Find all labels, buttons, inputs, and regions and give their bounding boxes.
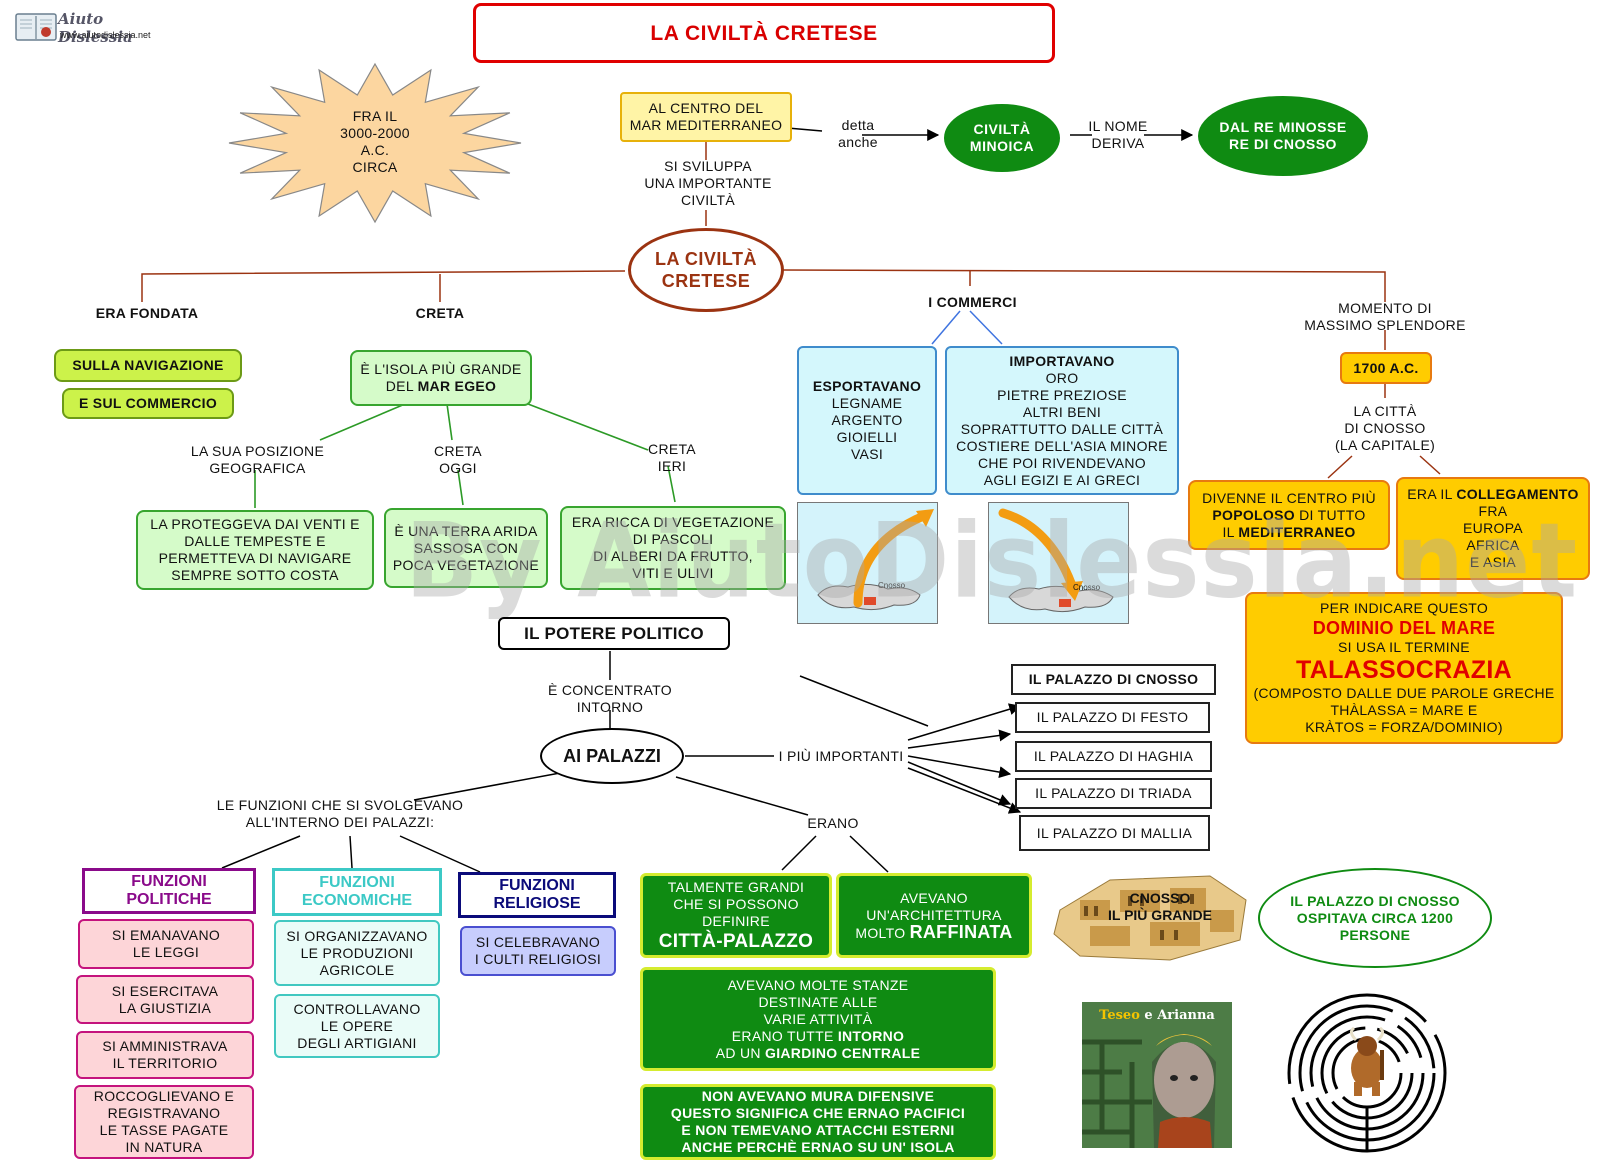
concentrato-label: È CONCENTRATO INTORNO	[548, 682, 672, 715]
labyrinth-minotaur-icon	[1287, 993, 1447, 1153]
potere-politico-box: IL POTERE POLITICO	[498, 617, 730, 650]
politiche-item-leggi: SI EMANAVANO LE LEGGI	[78, 919, 254, 969]
minoica-oval: CIVILTÀ MINOICA	[944, 104, 1060, 172]
erano-label: ERANO	[807, 815, 859, 831]
creta-ieri-label: CRETA IERI	[648, 441, 696, 474]
architettura-box: AVEVANO UN'ARCHITETTURA MOLTO RAFFINATA	[836, 873, 1032, 958]
import-box: IMPORTAVANO ORO PIETRE PREZIOSE ALTRI BE…	[945, 346, 1179, 495]
mediterranean-box: AL CENTRO DEL MAR MEDITERRANEO	[620, 92, 792, 142]
navigazione-box: SULLA NAVIGAZIONE	[54, 349, 242, 382]
import-map-image: Cnosso	[988, 502, 1129, 624]
isola-box: È L'ISOLA PIÙ GRANDE DEL MAR EGEO	[350, 350, 532, 406]
book-title: Teseo e Arianna	[1082, 1008, 1232, 1023]
logo-name: Aiuto Dislessia	[58, 10, 133, 46]
talassocrazia-term: TALASSOCRAZIA	[1296, 656, 1512, 684]
splendore-label: MOMENTO DI MASSIMO SPLENDORE	[1304, 300, 1466, 333]
piu-importanti-label: I PIÙ IMPORTANTI	[778, 748, 904, 764]
economiche-item-artigiani: CONTROLLAVANO LE OPERE DEGLI ARTIGIANI	[274, 994, 440, 1058]
talassocrazia-box: PER INDICARE QUESTO DOMINIO DEL MARE SI …	[1245, 592, 1563, 744]
raffinata-term: RAFFINATA	[909, 921, 1013, 942]
funzioni-religiose-header: FUNZIONI RELIGIOSE	[458, 872, 616, 918]
date-range-label: FRA IL 3000-2000 A.C. CIRCA	[340, 108, 410, 175]
maze-illustration-icon	[1082, 1002, 1232, 1148]
palazzo-cnosso-box: IL PALAZZO DI CNOSSO	[1011, 664, 1216, 695]
page-title: LA CIVILTÀ CRETESE	[473, 3, 1055, 63]
export-map-label: Cnosso	[878, 581, 906, 590]
collegamento-box: ERA IL COLLEGAMENTO FRA EUROPA AFRICA E …	[1396, 477, 1590, 580]
funzioni-label: LE FUNZIONI CHE SI SVOLGEVANO ALL'INTERN…	[216, 797, 464, 830]
mura-box: NON AVEVANO MURA DIFENSIVE QUESTO SIGNIF…	[640, 1084, 996, 1160]
creta-label: CRETA	[415, 305, 465, 321]
date-1700-box: 1700 A.C.	[1340, 352, 1432, 384]
book-logo-icon	[15, 13, 57, 41]
import-items: ORO PIETRE PREZIOSE ALTRI BENI SOPRATTUT…	[956, 369, 1168, 488]
talasso-etymology: (COMPOSTO DALLE DUE PAROLE GRECHE THÀLAS…	[1253, 685, 1555, 735]
crete-island-icon	[998, 508, 1114, 613]
era-fondata-label: ERA FONDATA	[95, 305, 199, 321]
stanze-box: AVEVANO MOLTE STANZE DESTINATE ALLE VARI…	[640, 967, 996, 1071]
import-title: IMPORTAVANO	[1009, 352, 1115, 369]
ieri-box: ERA RICCA DI VEGETAZIONE DI PASCOLI DI A…	[560, 506, 786, 590]
citta-cnosso-label: LA CITTÀ DI CNOSSO (LA CAPITALE)	[1334, 403, 1436, 453]
stanze-text: AVEVANO MOLTE STANZE DESTINATE ALLE VARI…	[715, 976, 921, 1061]
funzioni-economiche-header: FUNZIONI ECONOMICHE	[272, 868, 442, 916]
posizione-box: LA PROTEGGEVA DAI VENTI E DALLE TEMPESTE…	[136, 510, 374, 590]
palazzo-mallia-box: IL PALAZZO DI MALLIA	[1019, 815, 1210, 851]
commerci-label: I COMMERCI	[928, 294, 1017, 310]
talasso-line3: SI USA IL TERMINE	[1338, 639, 1470, 655]
collegamento-text: ERA IL COLLEGAMENTO FRA EUROPA AFRICA E …	[1407, 486, 1579, 570]
ai-palazzi-oval: AI PALAZZI	[540, 728, 684, 784]
politiche-item-territorio: SI AMMINISTRAVA IL TERRITORIO	[76, 1031, 254, 1079]
export-title: ESPORTAVANO	[812, 378, 922, 394]
funzioni-politiche-header: FUNZIONI POLITICHE	[82, 868, 256, 914]
palazzo-triada-box: IL PALAZZO DI TRIADA	[1015, 778, 1212, 809]
book-title-arianna: Arianna	[1157, 1008, 1215, 1023]
citta-palazzo-term: CITTÀ-PALAZZO	[658, 930, 814, 952]
posizione-label: LA SUA POSIZIONE GEOGRAFICA	[190, 443, 325, 476]
talasso-line1: PER INDICARE QUESTO	[1319, 600, 1489, 616]
book-title-teseo: Teseo	[1099, 1008, 1140, 1023]
commercio-box: E SUL COMMERCIO	[62, 388, 234, 419]
creta-oggi-label: CRETA OGGI	[434, 443, 482, 476]
cnosso-palace-image: CNOSSO IL PIÙ GRANDE	[1050, 860, 1250, 964]
crete-island-icon	[817, 509, 934, 611]
politiche-item-tasse: ROCCOGLIEVANO E REGISTRAVANO LE TASSE PA…	[74, 1085, 254, 1159]
book-title-e: e	[1139, 1008, 1158, 1023]
export-box: ESPORTAVANO LEGNAME ARGENTO GIOIELLI VAS…	[797, 346, 937, 495]
logo[interactable]: Aiuto Dislessia www.aiutodislessia.net	[14, 8, 174, 46]
isola-text: È L'ISOLA PIÙ GRANDE DEL	[360, 361, 522, 394]
religiose-item-culti: SI CELEBRAVANO I CULTI RELIGIOSI	[460, 926, 616, 976]
nome-deriva-label: IL NOME DERIVA	[1088, 118, 1148, 151]
minosse-oval: DAL RE MINOSSE RE DI CNOSSO	[1198, 96, 1368, 176]
ospitava-oval: IL PALAZZO DI CNOSSO OSPITAVA CIRCA 1200…	[1258, 868, 1492, 968]
export-items: LEGNAME ARGENTO GIOIELLI VASI	[831, 395, 903, 462]
palazzo-festo-box: IL PALAZZO DI FESTO	[1015, 702, 1210, 733]
economiche-item-produzioni: SI ORGANIZZAVANO LE PRODUZIONI AGRICOLE	[274, 920, 440, 986]
dominio-del-mare: DOMINIO DEL MARE	[1312, 618, 1496, 638]
logo-url: www.aiutodislessia.net	[60, 30, 151, 40]
mar-egeo-text: MAR EGEO	[417, 378, 497, 394]
starburst-shape	[228, 62, 522, 224]
import-map-label: Cnosso	[1073, 583, 1101, 592]
civilta-cretese-oval: LA CIVILTÀ CRETESE	[628, 228, 784, 312]
labyrinth-image	[1284, 990, 1450, 1156]
politiche-item-giustizia: SI ESERCITAVA LA GIUSTIZIA	[76, 975, 254, 1024]
palazzo-haghia-box: IL PALAZZO DI HAGHIA	[1015, 741, 1212, 772]
detta-anche-label: detta anche	[838, 117, 878, 150]
cnosso-caption: CNOSSO IL PIÙ GRANDE	[1108, 890, 1212, 923]
si-sviluppa-label: SI SVILUPPA UNA IMPORTANTE CIVILTÀ	[644, 158, 772, 208]
citta-palazzo-text: TALMENTE GRANDI CHE SI POSSONO DEFINIRE	[667, 878, 805, 929]
export-map-image: Cnosso	[797, 502, 938, 624]
architettura-text: AVEVANO UN'ARCHITETTURA MOLTO	[855, 889, 1002, 941]
teseo-arianna-book-image: Teseo e Arianna	[1082, 1002, 1232, 1148]
palace-illustration-icon	[1053, 875, 1247, 961]
citta-palazzo-box: TALMENTE GRANDI CHE SI POSSONO DEFINIRE …	[640, 873, 832, 958]
oggi-box: È UNA TERRA ARIDA SASSOSA CON POCA VEGET…	[384, 508, 548, 588]
